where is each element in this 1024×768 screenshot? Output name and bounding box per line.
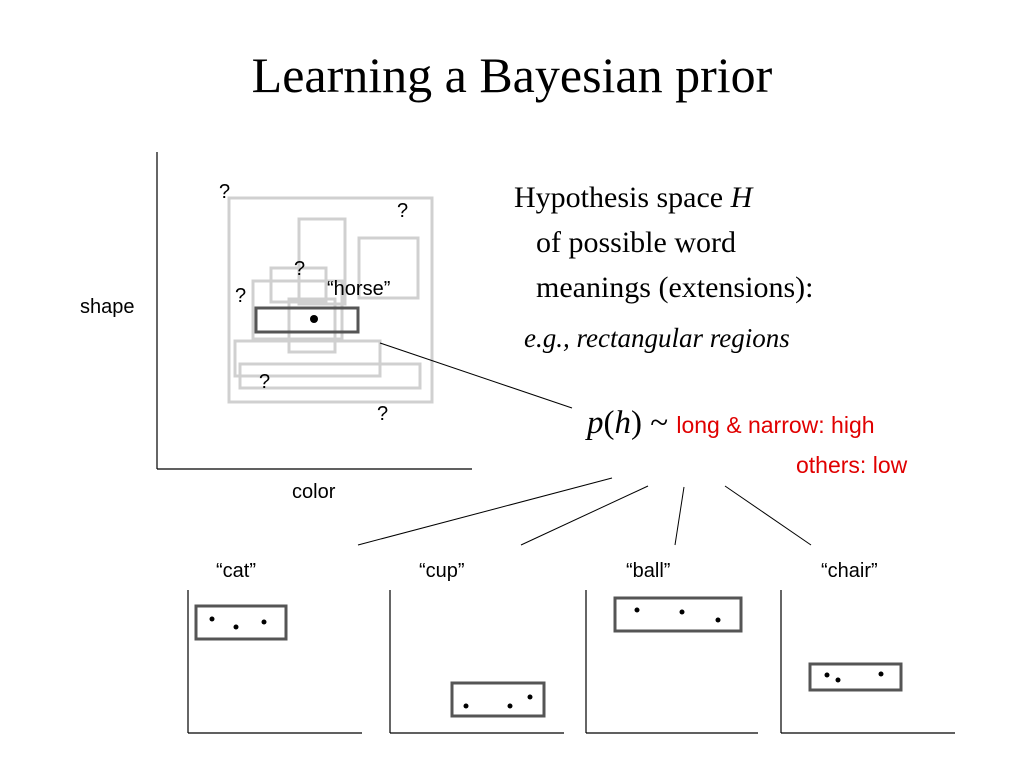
example-point bbox=[507, 703, 513, 709]
hypothesis-line-2: of possible word bbox=[536, 226, 736, 259]
example-plot-cup bbox=[389, 590, 564, 734]
horse-hypothesis-rect bbox=[254, 306, 360, 334]
example-plot-chair bbox=[780, 590, 955, 734]
example-point bbox=[878, 671, 884, 677]
prior-high-text: long & narrow: high bbox=[676, 412, 875, 438]
hypothesis-rectangles bbox=[227, 196, 434, 404]
example-point bbox=[527, 694, 533, 700]
question-mark: ? bbox=[377, 403, 388, 425]
example-point bbox=[634, 607, 640, 613]
prior-formula: p(h) ~ long & narrow: high bbox=[587, 405, 875, 441]
hypothesis-line-1: Hypothesis space H bbox=[514, 175, 813, 220]
connector-line bbox=[357, 477, 613, 546]
example-point bbox=[835, 677, 841, 683]
question-mark: ? bbox=[294, 258, 305, 280]
hypothesis-rect bbox=[269, 266, 328, 304]
hypothesis-line-3: meanings (extensions): bbox=[536, 271, 814, 304]
question-mark: ? bbox=[219, 181, 230, 203]
main-y-label: shape bbox=[80, 296, 135, 318]
example-point bbox=[824, 672, 830, 678]
prior-h: h bbox=[614, 405, 632, 441]
hypothesis-variable: H bbox=[730, 181, 753, 214]
connector-line bbox=[724, 485, 812, 546]
prior-p: p bbox=[587, 405, 604, 441]
hypothesis-description: Hypothesis space H of possible word mean… bbox=[514, 175, 813, 310]
connector-lines bbox=[357, 342, 812, 546]
example-point bbox=[463, 703, 469, 709]
example-point bbox=[679, 609, 685, 615]
example-label-ball: “ball” bbox=[626, 560, 670, 582]
hypothesis-rect bbox=[357, 236, 420, 300]
hypothesis-rect bbox=[251, 279, 344, 341]
prior-low-text: others: low bbox=[796, 452, 908, 478]
question-mark: ? bbox=[259, 371, 270, 393]
example-plot-cat bbox=[187, 590, 362, 734]
connector-line bbox=[520, 485, 649, 546]
example-plot-ball bbox=[585, 590, 758, 734]
example-extension-rect bbox=[613, 596, 743, 633]
example-point bbox=[233, 624, 239, 630]
example-point bbox=[261, 619, 267, 625]
horse-data-point bbox=[310, 315, 318, 323]
connector-line bbox=[379, 342, 573, 409]
hypothesis-line-1-text: Hypothesis space bbox=[514, 181, 731, 214]
hypothesis-example: e.g., rectangular regions bbox=[524, 323, 790, 353]
example-label-chair: “chair” bbox=[821, 560, 878, 582]
question-mark: ? bbox=[235, 285, 246, 307]
example-point bbox=[209, 616, 215, 622]
example-extension-rect bbox=[450, 681, 546, 718]
hypothesis-rect bbox=[227, 196, 434, 404]
horse-label: “horse” bbox=[327, 278, 390, 300]
slide-title: Learning a Bayesian prior bbox=[251, 47, 773, 103]
connector-line bbox=[674, 486, 685, 546]
prior-tilde: ~ bbox=[642, 405, 677, 441]
hypothesis-rect bbox=[233, 339, 382, 378]
question-mark: ? bbox=[397, 200, 408, 222]
example-extension-rect bbox=[808, 662, 903, 692]
hypothesis-rect bbox=[297, 217, 347, 306]
example-label-cat: “cat” bbox=[216, 560, 256, 582]
example-label-cup: “cup” bbox=[419, 560, 465, 582]
hypothesis-rect bbox=[287, 297, 337, 354]
main-x-label: color bbox=[292, 481, 336, 503]
example-extension-rect bbox=[194, 604, 288, 641]
example-point bbox=[715, 617, 721, 623]
